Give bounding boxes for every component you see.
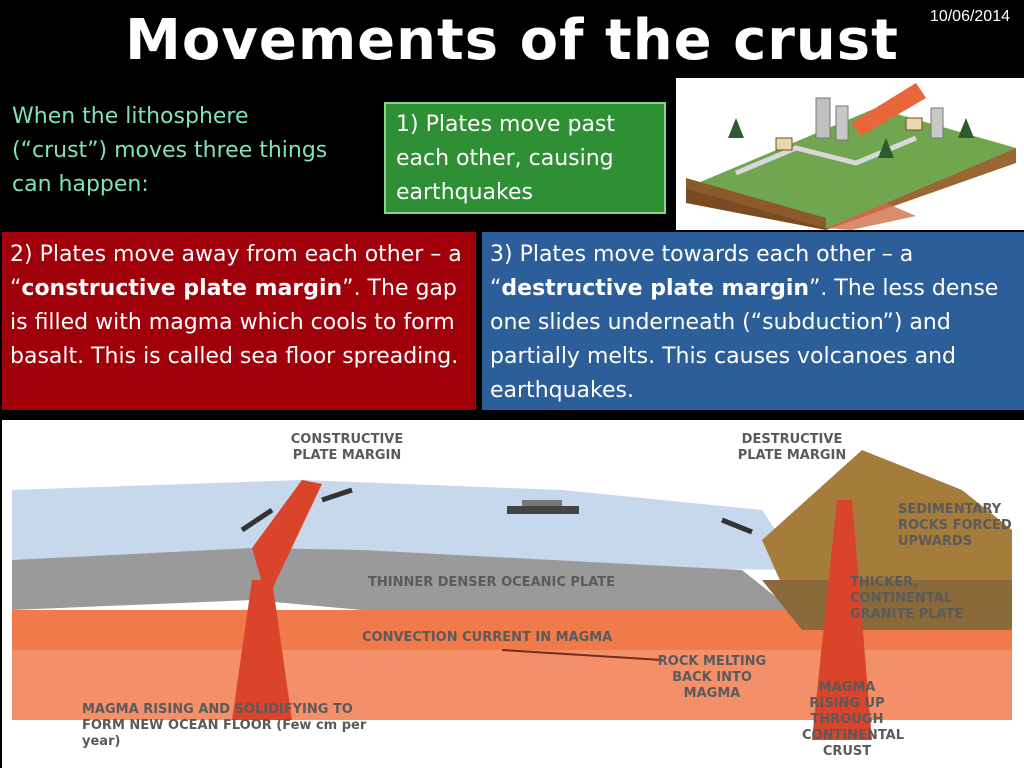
box2-bold: constructive plate margin xyxy=(21,276,343,301)
label-constructive: CONSTRUCTIVE PLATE MARGIN xyxy=(290,432,404,463)
label-magma-up: MAGMA RISING UP THROUGH CONTINENTAL CRUS… xyxy=(802,680,905,759)
label-oceanic-plate: THINNER DENSER OCEANIC PLATE xyxy=(368,575,616,590)
label-convection: CONVECTION CURRENT IN MAGMA xyxy=(362,630,613,645)
box-transform-text: 1) Plates move past each other, causing … xyxy=(396,112,616,205)
plate-margins-svg xyxy=(12,450,1012,740)
box2-lead: 2) Plates move away from each other – a … xyxy=(10,242,462,301)
slide-title: Movements of the crust xyxy=(125,8,899,73)
label-sedimentary: SEDIMENTARY ROCKS FORCED UPWARDS xyxy=(898,502,1012,549)
box-destructive-margin: 3) Plates move towards each other – a “d… xyxy=(482,232,1024,410)
transform-fault-svg xyxy=(686,83,1016,230)
intro-text: When the lithosphere (“crust”) moves thr… xyxy=(12,104,328,197)
label-rock-melting: ROCK MELTING BACK INTO MAGMA xyxy=(657,654,767,701)
box3-rest: ”. The less dense one slides underneath … xyxy=(490,276,999,403)
box3-lead: 3) Plates move towards each other – a “ xyxy=(490,242,914,301)
plate-margins-diagram: CONSTRUCTIVE PLATE MARGIN DESTRUCTIVE PL… xyxy=(2,420,1024,768)
box2-rest: ”. The gap is filled with magma which co… xyxy=(10,276,459,369)
label-destructive: DESTRUCTIVE PLATE MARGIN xyxy=(737,432,847,463)
label-continental-plate: THICKER, CONTINENTAL GRANITE PLATE xyxy=(850,575,964,622)
box-transform-margin: 1) Plates move past each other, causing … xyxy=(384,102,666,214)
slide-date: 10/06/2014 xyxy=(929,8,1010,25)
label-magma-rising-floor: MAGMA RISING AND SOLIDIFYING TO FORM NEW… xyxy=(82,702,367,749)
transform-fault-illustration xyxy=(676,78,1024,230)
box-constructive-margin: 2) Plates move away from each other – a … xyxy=(2,232,476,410)
box3-bold: destructive plate margin xyxy=(501,276,810,301)
